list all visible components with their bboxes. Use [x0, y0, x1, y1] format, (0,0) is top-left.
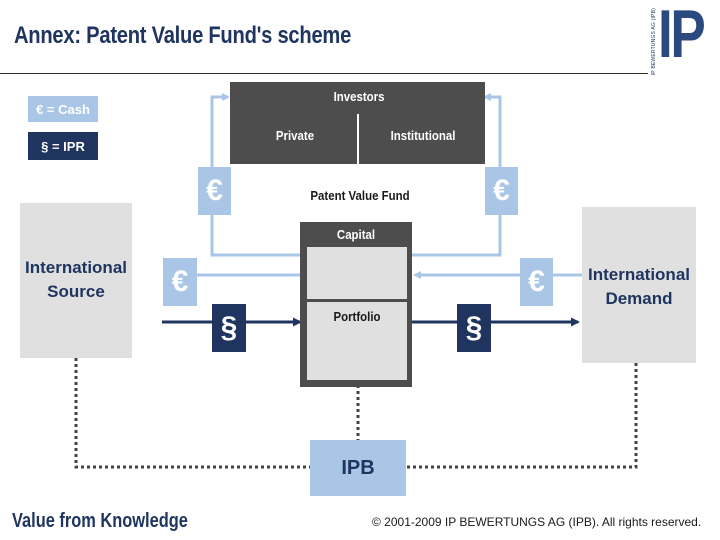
euro-badge-mid-left: €: [163, 258, 197, 306]
ipb-box: IPB: [310, 440, 406, 496]
header-rule: [0, 73, 648, 74]
portfolio-compartment: [307, 302, 407, 380]
ipr-badge-right: §: [457, 304, 491, 352]
ipb-label: IPB: [341, 456, 375, 479]
investors-divider: [357, 114, 359, 164]
euro-symbol: €: [528, 265, 545, 298]
legend-ipr-label: § = IPR: [41, 138, 85, 154]
international-demand-label: International Demand: [587, 265, 690, 308]
section-symbol: §: [220, 311, 238, 344]
euro-symbol: €: [171, 265, 189, 298]
euro-symbol: €: [493, 174, 510, 207]
euro-badge-top-right: €: [485, 167, 518, 215]
investors-private: Private: [275, 128, 315, 143]
section-symbol: §: [465, 311, 483, 344]
footer-copyright: © 2001-2009 IP BEWERTUNGS AG (IPB). All …: [372, 515, 702, 529]
investors-title: Investors: [333, 89, 385, 104]
fund-portfolio-label: Portfolio: [333, 309, 381, 324]
international-source-box: [20, 203, 132, 358]
international-demand-box: [582, 207, 696, 363]
legend-cash: € = Cash: [28, 96, 98, 122]
fund-title: Patent Value Fund: [310, 188, 410, 203]
international-source-label: International Source: [24, 258, 127, 301]
footer-slogan: Value from Knowledge: [12, 510, 188, 532]
euro-badge-top-left: €: [198, 167, 231, 215]
investors-institutional: Institutional: [390, 128, 456, 143]
fund-capital-label: Capital: [336, 227, 376, 242]
legend-ipr: § = IPR: [28, 132, 98, 160]
euro-symbol: €: [206, 174, 223, 207]
ipr-badge-left: §: [212, 304, 246, 352]
capital-compartment: [307, 247, 407, 299]
euro-badge-mid-right: €: [520, 258, 553, 306]
ipb-logo: IP: [658, 0, 706, 72]
legend-cash-label: € = Cash: [36, 101, 90, 117]
page-title: Annex: Patent Value Fund's scheme: [14, 22, 352, 49]
dashed-link-right: [405, 363, 638, 469]
dashed-link-left: [74, 358, 312, 469]
